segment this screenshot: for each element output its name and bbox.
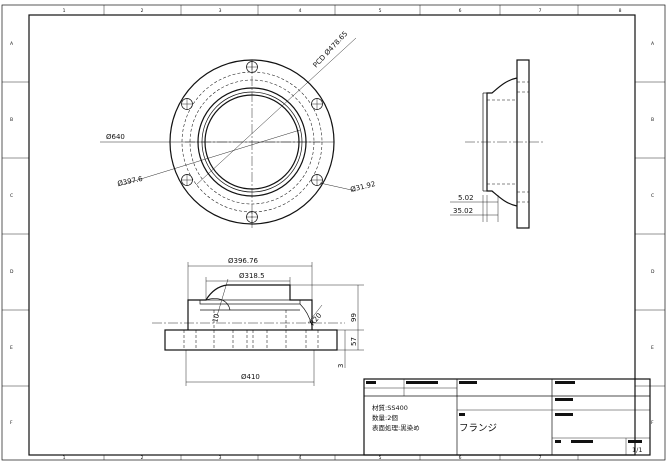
dim-step: 3: [337, 364, 345, 368]
col-label-4-bottom: 4: [299, 455, 302, 461]
row-label-c-right: C: [651, 193, 654, 199]
row-label-d-right: D: [651, 269, 655, 275]
row-label-e-right: E: [651, 345, 654, 351]
dim-bolt-hole: Ø31.92: [350, 180, 377, 194]
dim-radius-left: 10: [211, 313, 221, 324]
redacted-label: [459, 381, 477, 384]
section-flange: [164, 329, 338, 351]
redacted-label: [555, 440, 561, 443]
dim-section-mid-diameter: Ø318.5: [239, 272, 265, 280]
bolt-holes: [181, 61, 323, 223]
col-label-2: 2: [141, 8, 144, 14]
row-label-d: D: [10, 269, 14, 275]
dim-side-large: 35.02: [453, 207, 473, 215]
col-label-4: 4: [299, 8, 302, 14]
dim-side-small: 5.02: [458, 194, 474, 202]
row-label-f-right: F: [651, 420, 654, 426]
redacted-label: [555, 413, 573, 416]
dim-flange-thickness: 57: [350, 337, 358, 346]
row-label-c: C: [10, 193, 13, 199]
dim-section-height: 99: [350, 313, 358, 322]
row-label-a-right: A: [651, 41, 655, 47]
dim-radius-right: R20: [308, 312, 323, 328]
title-block: 材質:SS400 数量:2個 表面処理:黒染め フランジ 1/1: [363, 378, 651, 456]
redacted-label: [406, 381, 438, 384]
dim-section-top-diameter: Ø396.76: [228, 257, 259, 265]
redacted-label: [459, 413, 465, 416]
col-label-3-bottom: 3: [219, 455, 222, 461]
sheet-number: 1/1: [632, 446, 642, 454]
row-label-b: B: [10, 117, 13, 123]
quantity-note: 数量:2個: [372, 413, 398, 422]
side-view: 5.02 35.02: [450, 59, 545, 229]
col-label-6: 6: [459, 8, 462, 14]
col-label-5-bottom: 5: [379, 455, 382, 461]
row-label-b-right: B: [651, 117, 654, 123]
col-label-1-bottom: 1: [63, 455, 66, 461]
dim-inner-diameter: Ø397.6: [117, 175, 144, 188]
zone-ticks: [2, 5, 665, 460]
surface-treatment-note: 表面処理:黒染め: [372, 423, 420, 432]
col-label-5: 5: [379, 8, 382, 14]
col-label-7-bottom: 7: [539, 455, 542, 461]
col-label-6-bottom: 6: [459, 455, 462, 461]
redacted-label: [555, 381, 575, 384]
drawing-border: 1 2 3 4 5 6 7 8 1 2 3 4 5 6 7 A B C D E …: [1, 4, 666, 461]
side-flange: [516, 59, 530, 229]
col-label-3: 3: [219, 8, 222, 14]
material-note: 材質:SS400: [372, 403, 408, 412]
redacted-label: [555, 398, 573, 401]
part-name: フランジ: [459, 423, 497, 434]
col-label-2-bottom: 2: [141, 455, 144, 461]
col-label-8: 8: [619, 8, 622, 14]
redacted-label: [571, 440, 593, 443]
row-label-e: E: [10, 345, 13, 351]
row-label-f: F: [10, 420, 13, 426]
dim-outer-diameter: Ø640: [106, 133, 125, 141]
redacted-label: [628, 440, 642, 443]
dim-section-bottom-diameter: Ø410: [241, 373, 260, 381]
redacted-label: [366, 381, 376, 384]
section-view: Ø396.76 Ø318.5 Ø410 99 57 3 10 R20: [152, 257, 364, 386]
col-label-7: 7: [539, 8, 542, 14]
col-label-1: 1: [63, 8, 66, 14]
row-label-a: A: [10, 41, 14, 47]
front-view: Ø640 PCD Ø478.65 Ø397.6 Ø31.92: [100, 30, 376, 228]
